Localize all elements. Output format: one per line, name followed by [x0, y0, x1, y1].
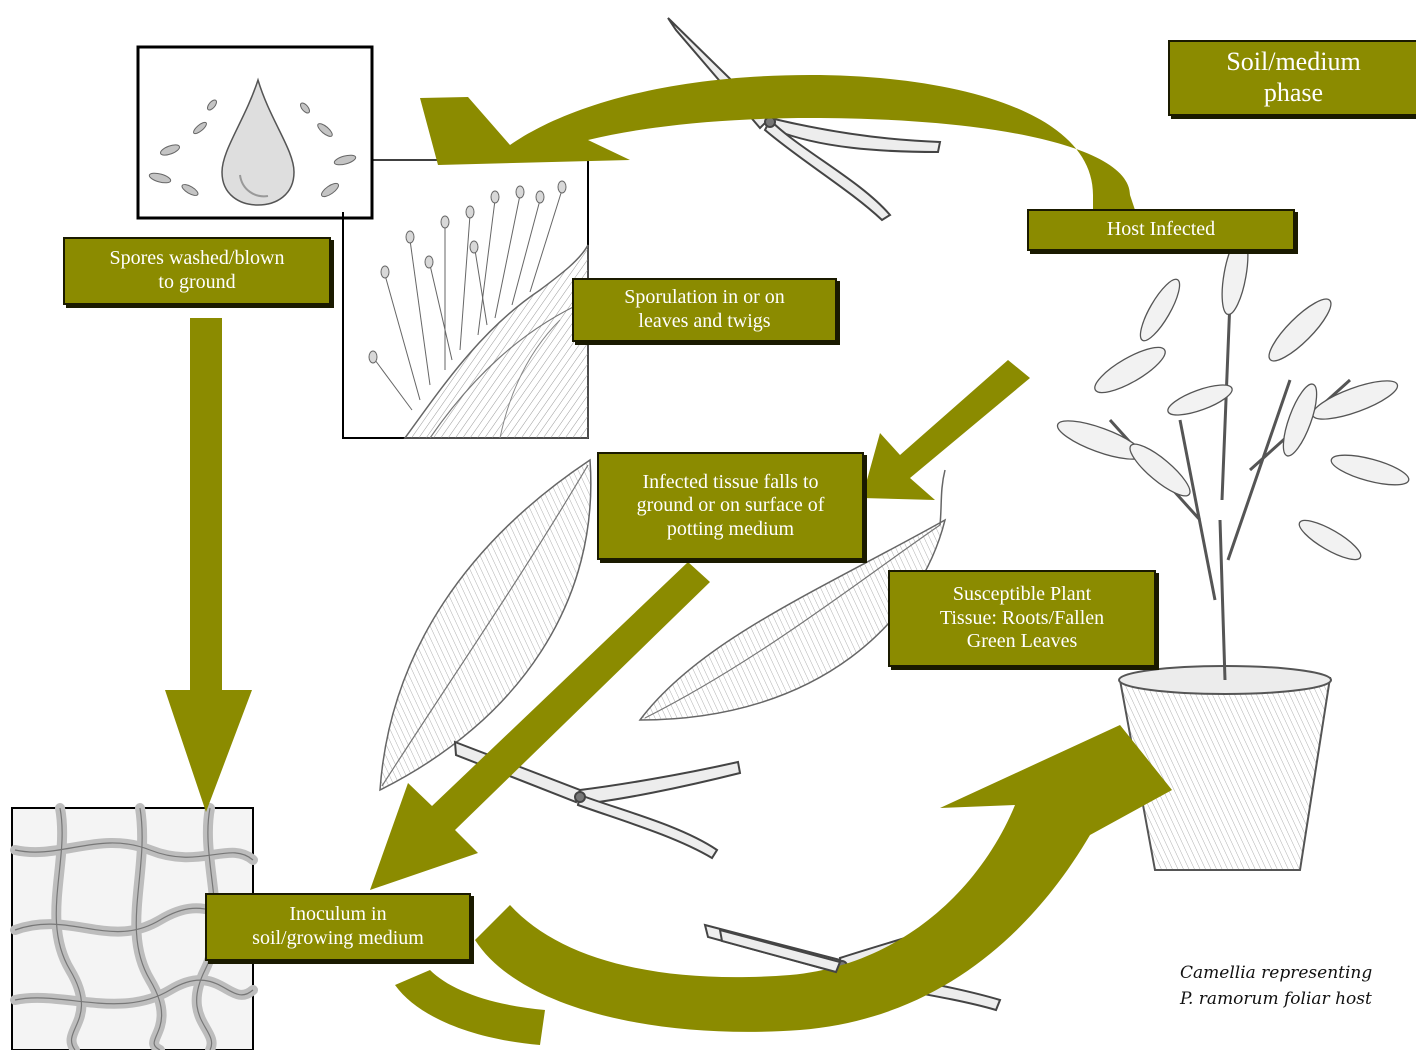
host-infected-label: Host Infected: [1027, 209, 1295, 251]
sporulation-label: Sporulation in or on leaves and twigs: [572, 278, 837, 342]
camellia-caption: Camellia representing P. ramorum foliar …: [1180, 963, 1373, 1010]
infected-tissue-falls-label: Infected tissue falls to ground or on su…: [597, 452, 864, 560]
potted-camellia: [1056, 234, 1410, 871]
arrow-falls-to-inoculum: [370, 562, 710, 890]
fallen-leaf-left: [379, 458, 592, 792]
arrow-spores-to-inoculum: [165, 318, 252, 812]
soil-medium-phase-label: Soil/medium phase: [1168, 40, 1416, 116]
arrow-host-to-falls: [862, 360, 1030, 500]
sporangia-leaf-panel: [342, 160, 589, 439]
inoculum-label: Inoculum in soil/growing medium: [205, 893, 471, 961]
arrow-inoculum-to-host: [475, 725, 1172, 1032]
arrow-host-to-sporulation: [420, 75, 1135, 210]
fallen-leaf-right: [638, 469, 947, 721]
water-droplet-panel: [136, 45, 374, 220]
water-droplet-icon: [221, 77, 295, 206]
cycle-arrows: [165, 75, 1172, 1045]
susceptible-tissue-label: Susceptible Plant Tissue: Roots/Fallen G…: [888, 570, 1156, 667]
pruning-shears-icon: [718, 928, 842, 974]
spores-washed-label: Spores washed/blown to ground: [63, 237, 331, 305]
